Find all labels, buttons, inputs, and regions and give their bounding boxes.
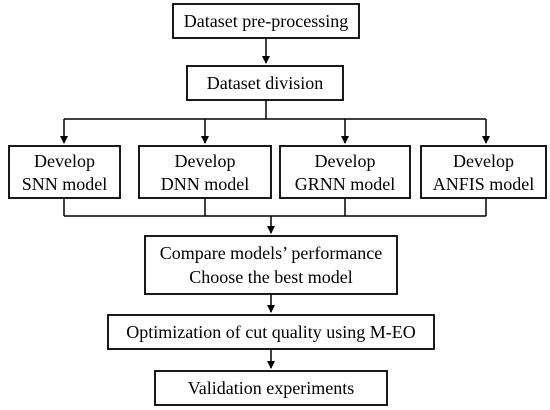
anfis-box bbox=[420, 145, 547, 199]
compare-box bbox=[144, 235, 398, 295]
dnn-box bbox=[138, 145, 272, 199]
grnn-box bbox=[279, 145, 411, 199]
snn-step: Develop SNN model bbox=[8, 145, 121, 199]
anfis-label-line2: ANFIS model bbox=[433, 174, 535, 194]
compare-label-line2: Choose the best model bbox=[189, 267, 352, 287]
snn-label-line2: SNN model bbox=[22, 174, 108, 194]
division-box bbox=[186, 65, 344, 101]
anfis-label-line1: Develop bbox=[453, 151, 514, 171]
validation-step: Validation experiments bbox=[154, 370, 388, 406]
snn-label-line1: Develop bbox=[34, 151, 95, 171]
grnn-step: Develop GRNN model bbox=[279, 145, 411, 199]
optimization-box bbox=[107, 314, 435, 350]
preprocessing-step: Dataset pre-processing bbox=[172, 3, 360, 39]
dnn-step: Develop DNN model bbox=[138, 145, 272, 199]
division-step: Dataset division bbox=[186, 65, 344, 101]
preprocessing-label: Dataset pre-processing bbox=[184, 11, 348, 31]
optimization-label: Optimization of cut quality using M-EO bbox=[126, 322, 415, 342]
division-label: Dataset division bbox=[207, 73, 323, 93]
preprocessing-box bbox=[172, 3, 360, 39]
compare-step: Compare models’ performance Choose the b… bbox=[144, 235, 398, 295]
validation-label: Validation experiments bbox=[188, 378, 354, 398]
grnn-label-line1: Develop bbox=[315, 151, 376, 171]
snn-box bbox=[8, 145, 121, 199]
anfis-step: Develop ANFIS model bbox=[420, 145, 547, 199]
compare-label-line1: Compare models’ performance bbox=[160, 243, 383, 263]
validation-box bbox=[154, 370, 388, 406]
optimization-step: Optimization of cut quality using M-EO bbox=[107, 314, 435, 350]
grnn-label-line2: GRNN model bbox=[295, 174, 396, 194]
dnn-label-line1: Develop bbox=[175, 151, 236, 171]
dnn-label-line2: DNN model bbox=[161, 174, 250, 194]
